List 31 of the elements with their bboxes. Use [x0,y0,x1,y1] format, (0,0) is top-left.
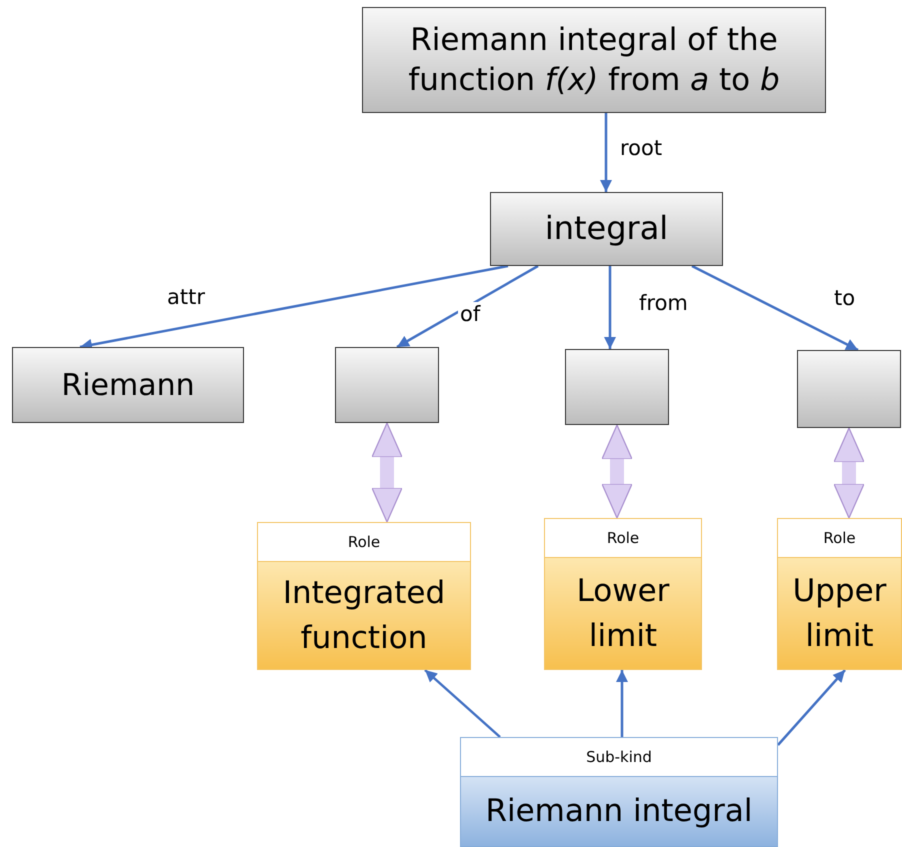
arrow [777,669,846,746]
empty-box [565,349,669,425]
role-card [544,518,702,670]
arrow [424,669,501,738]
concept-box [362,7,826,113]
card-header: Role [544,518,702,558]
arrow [691,264,859,352]
concept-box [12,347,244,423]
role-card [257,522,471,670]
card-header: Role [777,518,902,558]
arrow [616,670,628,737]
concept-box [490,192,723,266]
double-arrow [833,427,865,519]
card-title: Riemann integral [460,777,778,847]
empty-box [335,347,439,423]
arrow [604,266,616,349]
card-title: Lower limit [544,558,702,670]
node-text: integral [544,208,668,250]
double-arrow [371,422,403,523]
arrow [600,113,612,192]
node-text: Riemann integral of the function f(x) from a to b [407,20,781,100]
empty-box [797,350,901,428]
kind-card [460,737,778,847]
double-arrow [601,424,633,519]
role-card [777,518,902,670]
arrow [396,264,539,348]
card-header: Sub-kind [460,737,778,777]
card-title: Integrated function [257,562,471,670]
node-text: Riemann [61,366,195,404]
card-header: Role [257,522,471,562]
card-title: Upper limit [777,558,902,670]
